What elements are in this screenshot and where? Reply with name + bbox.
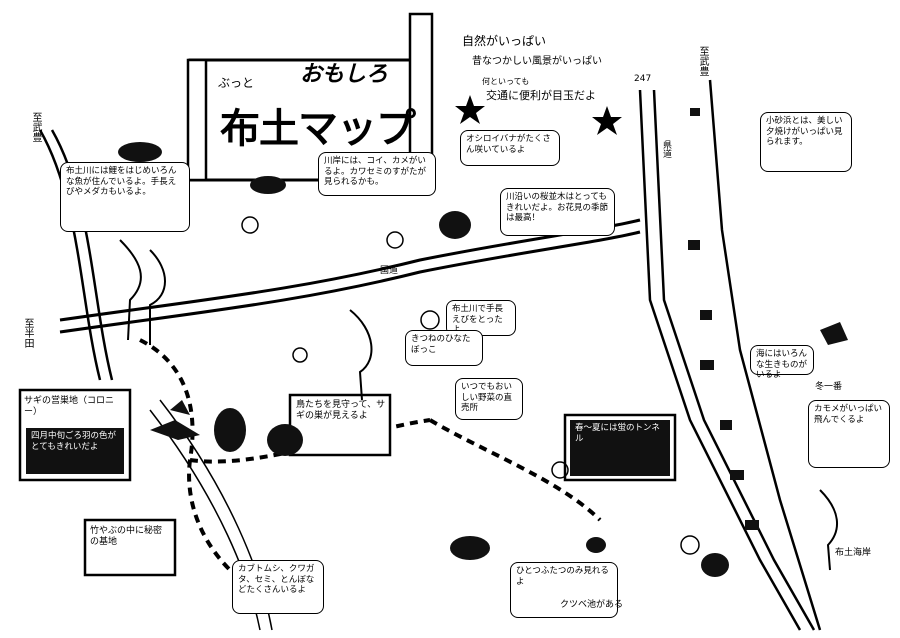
intro-line-4: 交通に便利が目玉だよ [486, 89, 596, 102]
star-icon [455, 95, 622, 135]
note-bubble-13: きつねのひなたぼっこ [405, 330, 483, 366]
note-bubble-16: カブトムシ、クワガタ、セミ、とんぼなどたくさんいるよ [232, 560, 324, 614]
note-bubble-17: 海にはいろんな生きものがいるよ [750, 345, 814, 380]
note-bubble-2: 川岸には、コイ、カメがいるよ。カワセミのすがたが見られるかも。 [318, 152, 436, 196]
board-firefly: 春～夏には蛍のトンネル [570, 420, 670, 476]
intro-line-3: 何といっても [482, 77, 530, 86]
flower-icon [241, 216, 700, 555]
note-bubble-5: 小砂浜とは、美しい夕焼けがいっぱい見られます。 [760, 112, 852, 172]
side-road [38, 79, 822, 631]
road-label-right-top: 至武豊 [697, 46, 708, 76]
intro-line-2: 昔なつかしい風景がいっぱい [472, 56, 602, 67]
title-subtitle: おもしろ [300, 62, 389, 87]
road-label-1: 県道 [661, 140, 671, 158]
tree-icon [118, 142, 729, 577]
trail-dashes [139, 338, 602, 572]
heron-icon [119, 239, 839, 571]
road-label-2: 国道 [380, 266, 399, 276]
note-bubble-1: 布土川には鯉をはじめいろんな魚が住んでいるよ。手長えびやメダカもいるよ。 [60, 162, 190, 232]
board-colony-text: 四月中旬ごろ羽の色がとてもきれいだよ [26, 428, 124, 474]
house-icon [688, 108, 759, 530]
road-label-left-mid: 至半田 [22, 318, 33, 348]
pond-label: クツベ池がある [560, 600, 624, 610]
board-bamboo: 竹やぶの中に秘密の基地 [90, 526, 163, 547]
road-number: 247 [634, 74, 652, 84]
winter-label: 冬一番 [815, 382, 843, 392]
coast-label: 布土海岸 [835, 548, 872, 558]
board-colony-title: サギの営巣地（コロニー） [24, 396, 115, 417]
board-watch: 鳥たちを見守って、サギの巣が見えるよ [296, 400, 386, 421]
note-bubble-4: 川沿いの桜並木はとってもきれいだよ。お花見の季節は最高！ [500, 188, 615, 236]
title-ruby: ぶっと [218, 76, 255, 90]
intro-line-1: 自然がいっぱい [462, 34, 547, 48]
crow-icon [150, 322, 848, 440]
note-bubble-14: ひとつふたつのみ見れるよ [510, 562, 618, 618]
note-bubble-3: オシロイバナがたくさん咲いているよ [460, 130, 560, 166]
note-bubble-11: 布土川で手長えびをとったよ [446, 300, 516, 336]
map-title: 布土マップ [220, 105, 416, 152]
main-road [59, 218, 641, 334]
note-bubble-19: カモメがいっぱい飛んでくるよ [808, 400, 890, 468]
note-bubble-10: いつでもおいしい野菜の直売所 [455, 378, 523, 420]
road-label-left-top: 至武豊 [30, 112, 41, 142]
